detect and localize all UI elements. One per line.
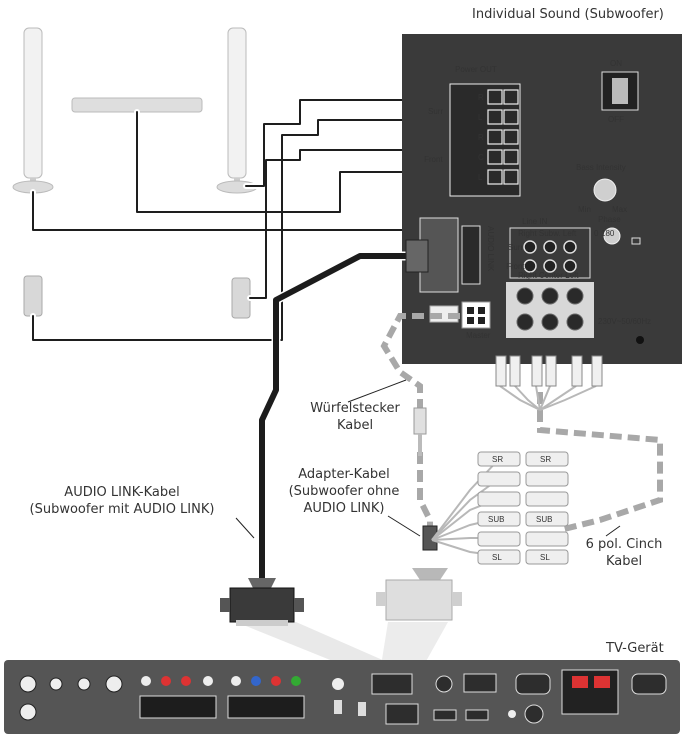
phase-label: Phase bbox=[598, 215, 621, 224]
leader-lines bbox=[235, 379, 621, 539]
wuerfelstecker-line-1: Würfelstecker bbox=[310, 401, 400, 416]
cinch-cable-label: 6 pol. Cinch Kabel bbox=[572, 536, 676, 570]
beam-audiolink bbox=[236, 622, 410, 672]
adapter-cable-line-1: Adapter-Kabel bbox=[298, 467, 390, 482]
phase-knob bbox=[603, 227, 621, 245]
audio-link-connector bbox=[220, 239, 429, 626]
cinch-plug-label-2: SR bbox=[540, 455, 551, 464]
voltage-label: 230V~50/60Hz bbox=[598, 317, 651, 326]
subwoofer-title: Individual Sound (Subwoofer) bbox=[472, 7, 664, 22]
terminal-row-4: C bbox=[478, 153, 484, 162]
front-label: Front bbox=[424, 155, 443, 164]
audio-link-cable-line-2: (Subwoofer mit AUDIO LINK) bbox=[29, 502, 215, 517]
wuerfelstecker-label: Würfelstecker Kabel bbox=[300, 400, 410, 434]
switch-off-label: OFF bbox=[608, 115, 624, 124]
power-inlet bbox=[636, 336, 644, 344]
power-out-label: Power OUT bbox=[455, 65, 497, 74]
adapter-cable-label: Adapter-Kabel (Subwoofer ohne AUDIO LINK… bbox=[286, 466, 402, 517]
audio-link-port-label: AUDIO LINK bbox=[486, 226, 495, 272]
terminal-row-5: L bbox=[478, 173, 483, 182]
power-out-terminals bbox=[449, 83, 521, 197]
cinch-plug-label-6: SL bbox=[540, 553, 550, 562]
beam-adapter bbox=[380, 622, 448, 672]
cinch-input-block bbox=[506, 282, 594, 338]
line-in-top-label: Right Subw. Left bbox=[518, 229, 577, 238]
switch-on-label: ON bbox=[610, 59, 622, 68]
cinch-plugs-panel bbox=[495, 355, 603, 387]
speaker-cables bbox=[30, 97, 433, 343]
phase-0-label: 0 bbox=[594, 229, 599, 238]
tv-label: TV-Gerät bbox=[606, 641, 664, 656]
speaker-surround-left bbox=[23, 275, 43, 317]
speaker-front-right bbox=[216, 27, 258, 194]
line-in-label: Line IN bbox=[522, 217, 548, 226]
master-label: Master bbox=[466, 331, 491, 340]
tv-back bbox=[4, 660, 680, 734]
terminal-row-1: R bbox=[478, 93, 484, 102]
cinch-plug-pairs bbox=[477, 451, 569, 565]
cinch-cable-line-2: Kabel bbox=[605, 554, 643, 569]
cinch-plug-label-3: SUB bbox=[488, 515, 504, 524]
adapter-cable-line-2: (Subwoofer ohne bbox=[288, 484, 400, 499]
bass-max-label: Max bbox=[612, 205, 627, 214]
bass-intensity-label: Bass Intensity bbox=[576, 163, 626, 172]
phase-180-label: 180 bbox=[601, 229, 615, 238]
speaker-front-left bbox=[12, 27, 54, 194]
bass-min-label: Min bbox=[578, 205, 591, 214]
line-in-jacks bbox=[509, 227, 591, 279]
power-switch bbox=[601, 71, 639, 111]
subwoofer-panel: Power OUT ON OFF Surr Front R L R C L Ba… bbox=[402, 34, 682, 364]
cinch-plug-label-1: SR bbox=[492, 455, 503, 464]
line-in-bottom-label: Right Center Left bbox=[518, 271, 579, 280]
audio-link-cable-line-1: AUDIO LINK-Kabel bbox=[64, 485, 180, 500]
line-in-surr-label: Surr bbox=[508, 243, 523, 252]
adapter-plugs bbox=[376, 407, 462, 621]
line-in-front-label: Front bbox=[506, 262, 525, 271]
terminal-row-3: R bbox=[478, 133, 484, 142]
cinch-plug-label-5: SL bbox=[492, 553, 502, 562]
adapter-cable-line-3: AUDIO LINK) bbox=[303, 501, 385, 516]
cinch-cable-line-1: 6 pol. Cinch bbox=[585, 537, 663, 552]
audio-link-cable-label: AUDIO LINK-Kabel (Subwoofer mit AUDIO LI… bbox=[6, 484, 238, 518]
surr-label: Surr bbox=[428, 107, 443, 116]
bass-intensity-knob bbox=[593, 178, 617, 202]
audio-link-cable bbox=[257, 251, 415, 585]
terminal-row-2: L bbox=[478, 113, 483, 122]
audio-link-port bbox=[419, 217, 481, 293]
wuerfelstecker-line-2: Kabel bbox=[336, 418, 374, 433]
cinch-wires bbox=[431, 385, 597, 557]
cinch-plug-label-4: SUB bbox=[536, 515, 552, 524]
